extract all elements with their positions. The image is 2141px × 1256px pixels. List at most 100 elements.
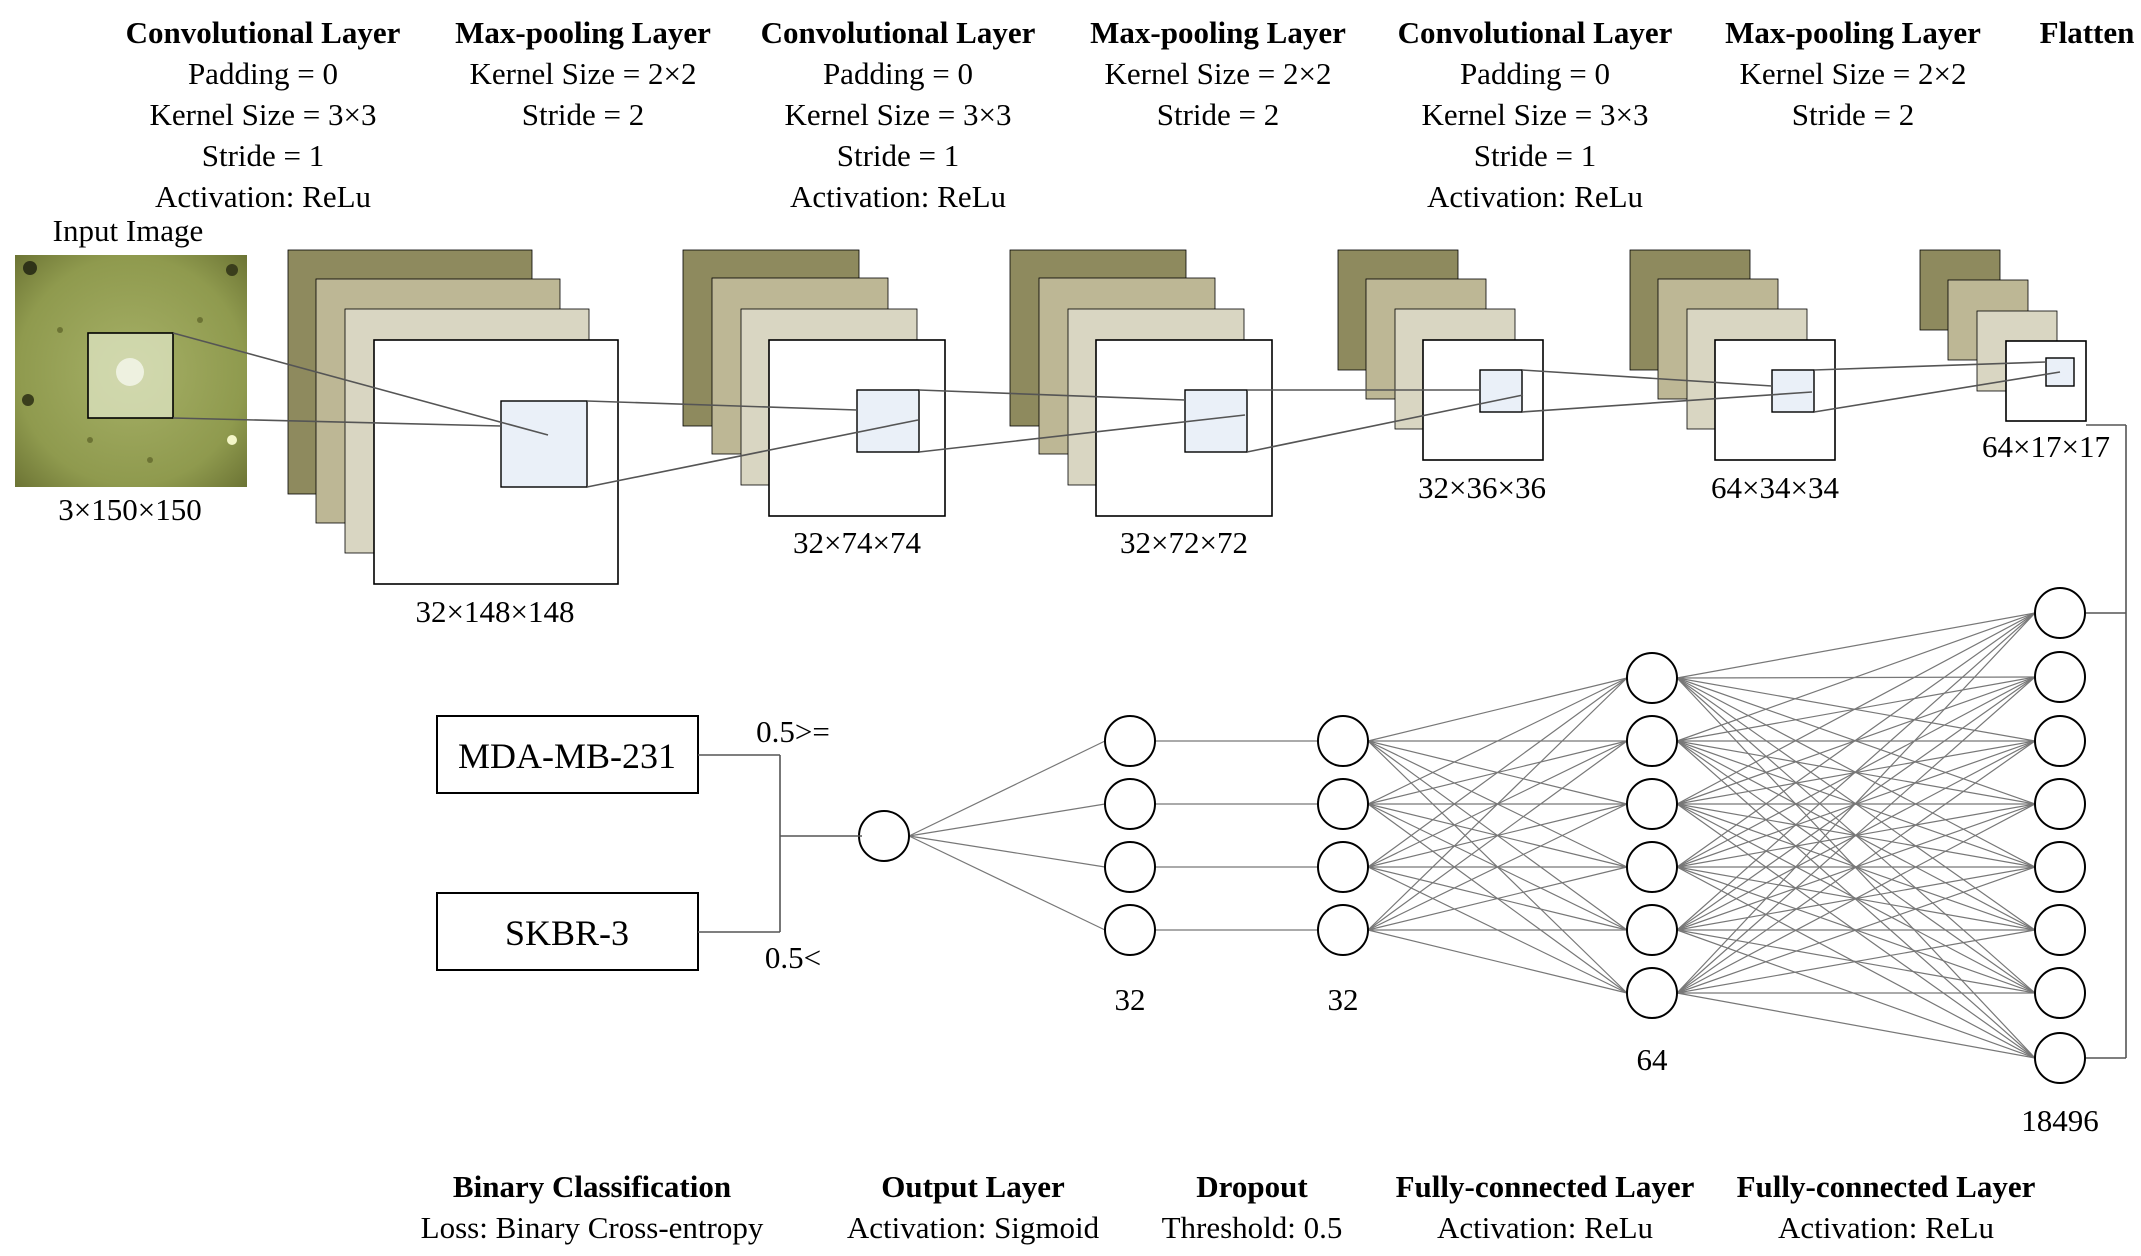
connection-edge <box>1367 803 1628 931</box>
section-title: Output Layer <box>881 1169 1065 1204</box>
section-detail: Activation: ReLu <box>1778 1210 1994 1245</box>
stage-detail: Activation: ReLu <box>1427 179 1643 214</box>
section-detail: Activation: ReLu <box>1437 1210 1653 1245</box>
dropout-in-node <box>1104 778 1156 830</box>
threshold-lower: 0.5< <box>765 940 821 975</box>
layer-size-dropout-in: 32 <box>1115 982 1146 1017</box>
fc-flatten-node <box>2034 587 2086 639</box>
section-title: Fully-connected Layer <box>1396 1169 1695 1204</box>
kernel-window <box>500 400 588 488</box>
fc-flatten-node <box>2034 1032 2086 1084</box>
connection-edge <box>908 803 1106 837</box>
connection-edge <box>908 835 1106 868</box>
class-label: SKBR-3 <box>505 913 629 953</box>
stage-header-pool-1: Max-pooling Layer Kernel Size = 2×2 Stri… <box>455 15 711 132</box>
dense-connections <box>908 612 2036 1059</box>
connection-edge <box>1367 866 1628 931</box>
stage-detail: Stride = 1 <box>202 138 325 173</box>
stage-title: Convolutional Layer <box>126 15 401 50</box>
connection-edge <box>1676 612 2036 931</box>
dense-nodes <box>858 587 2086 1084</box>
feature-map-stack-3 <box>1009 249 1273 517</box>
dropout-in-node <box>1104 715 1156 767</box>
stage-title: Convolutional Layer <box>1398 15 1673 50</box>
connection-edge <box>1367 677 1628 742</box>
fc-flatten-node <box>2034 841 2086 893</box>
class-branch-lines <box>698 754 862 933</box>
connection-edge <box>1676 803 2036 1059</box>
section-title: Fully-connected Layer <box>1737 1169 2036 1204</box>
fc-flatten-node <box>2034 967 2086 1019</box>
bottom-header-dropout: Dropout Threshold: 0.5 <box>1162 1169 1343 1245</box>
kernel-window <box>856 389 920 453</box>
feature-map-stack-6 <box>1919 249 2087 422</box>
dropout-out-node <box>1317 841 1369 893</box>
connection-edge <box>1676 803 2036 994</box>
connection-edge <box>908 740 1106 837</box>
kernel-window <box>1479 369 1523 413</box>
stage-header-pool-2: Max-pooling Layer Kernel Size = 2×2 Stri… <box>1090 15 1346 132</box>
stage-detail: Stride = 1 <box>1474 138 1597 173</box>
output-node <box>858 810 910 862</box>
stage-title: Max-pooling Layer <box>1090 15 1346 50</box>
stage-detail: Kernel Size = 3×3 <box>785 97 1012 132</box>
connection-edge <box>1676 740 2036 1059</box>
feature-map-dims: 32×72×72 <box>1120 525 1248 560</box>
fc-64-node <box>1626 967 1678 1019</box>
connection-edge <box>1367 929 1628 994</box>
feature-map-dims: 64×17×17 <box>1982 429 2110 464</box>
bottom-header-fc-1: Fully-connected Layer Activation: ReLu <box>1396 1169 1695 1245</box>
connection-edge <box>1676 612 2036 742</box>
connection-edge <box>1367 740 1628 931</box>
connection-edge <box>908 835 1106 931</box>
feature-map-stack-1 <box>287 249 619 585</box>
dropout-out-node <box>1317 715 1369 767</box>
connection-edge <box>1676 866 2036 994</box>
connection-edge <box>1676 612 2036 994</box>
feature-map-dims: 32×36×36 <box>1418 470 1546 505</box>
threshold-upper: 0.5>= <box>756 714 830 749</box>
kernel-window <box>1771 369 1815 413</box>
stage-detail: Kernel Size = 2×2 <box>1740 56 1967 91</box>
stage-header-conv-3: Convolutional Layer Padding = 0 Kernel S… <box>1398 15 1673 214</box>
class-box-mda: MDA-MB-231 <box>436 715 699 794</box>
section-detail: Threshold: 0.5 <box>1162 1210 1343 1245</box>
section-title: Dropout <box>1196 1169 1308 1204</box>
dropout-in-node <box>1104 841 1156 893</box>
stage-detail: Stride = 2 <box>1792 97 1915 132</box>
feature-map-dims: 64×34×34 <box>1711 470 1839 505</box>
layer-size-fc-64: 64 <box>1637 1042 1669 1077</box>
feature-map-dims: 32×74×74 <box>793 525 921 560</box>
class-label: MDA-MB-231 <box>458 736 676 776</box>
stage-header-pool-3: Max-pooling Layer Kernel Size = 2×2 Stri… <box>1725 15 1981 132</box>
connection-edge <box>1367 677 1628 868</box>
fc-flatten-node <box>2034 715 2086 767</box>
stage-header-conv-1: Convolutional Layer Padding = 0 Kernel S… <box>126 15 401 214</box>
connection-edge <box>1676 612 2036 679</box>
feature-map-stack-4 <box>1337 249 1544 461</box>
flatten-connector <box>2086 424 2127 1059</box>
bottom-header-output-layer: Output Layer Activation: Sigmoid <box>847 1169 1100 1245</box>
feature-map-stack-2 <box>682 249 946 517</box>
connection-edge <box>1676 992 2036 1059</box>
bottom-header-binary-classification: Binary Classification Loss: Binary Cross… <box>421 1169 764 1245</box>
input-dims-label: 3×150×150 <box>58 492 201 527</box>
connection-edge <box>1676 676 2036 994</box>
input-image <box>15 255 247 487</box>
input-image-label: Input Image <box>53 213 204 248</box>
stage-header-flatten: Flatten <box>2040 15 2135 50</box>
fc-flatten-node <box>2034 778 2086 830</box>
stage-detail: Stride = 2 <box>1157 97 1280 132</box>
layer-size-dropout-out: 32 <box>1328 982 1359 1017</box>
class-box-skbr: SKBR-3 <box>436 892 699 971</box>
feature-map-stack-5 <box>1629 249 1836 461</box>
bottom-header-fc-2: Fully-connected Layer Activation: ReLu <box>1737 1169 2036 1245</box>
fc-64-node <box>1626 715 1678 767</box>
dropout-out-node <box>1317 904 1369 956</box>
section-detail: Loss: Binary Cross-entropy <box>421 1210 764 1245</box>
fc-64-node <box>1626 652 1678 704</box>
stage-header-conv-2: Convolutional Layer Padding = 0 Kernel S… <box>761 15 1036 214</box>
connection-edge <box>1676 677 2036 1059</box>
fc-flatten-node <box>2034 651 2086 703</box>
